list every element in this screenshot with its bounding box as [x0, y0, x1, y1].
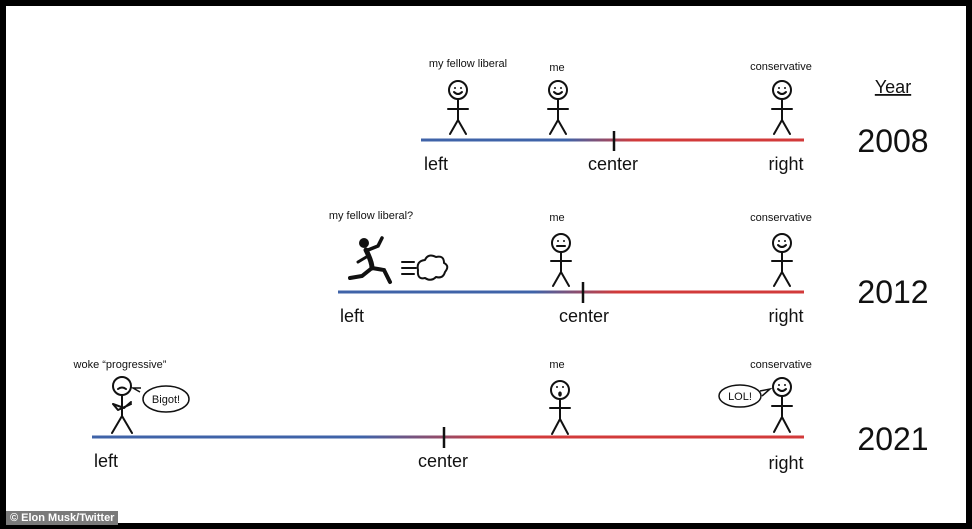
axis-left-label: left [94, 451, 118, 471]
axis-center-label: center [588, 154, 638, 174]
dust-cloud-icon [401, 254, 449, 281]
photo-credit: © Elon Musk/Twitter [6, 511, 119, 525]
shocked-stick-figure-me [549, 380, 571, 435]
me-label: me [549, 359, 564, 371]
axis-center-label: center [559, 306, 609, 326]
liberal-label: my fellow liberal [429, 58, 507, 70]
smiling-stick-figure-conservative [771, 233, 793, 287]
axis-right-label: right [768, 453, 803, 473]
speech-bubble-lol: LOL! [718, 384, 773, 408]
running-away-figure-icon [348, 236, 392, 284]
lol-text: LOL! [728, 391, 752, 403]
year-label-2021: 2021 [857, 421, 928, 457]
year-label-2008: 2008 [857, 123, 928, 159]
me-label: me [549, 62, 564, 74]
liberal-label: my fellow liberal? [329, 210, 413, 222]
smiling-stick-figure-liberal [447, 80, 469, 135]
axis-left-label: left [340, 306, 364, 326]
conservative-label: conservative [750, 212, 812, 224]
axis-right-label: right [768, 154, 803, 174]
year-label-2012: 2012 [857, 274, 928, 310]
year-header: Year [875, 77, 911, 97]
row-2008: left center right 2008 my fellow liberal… [421, 58, 929, 174]
row-2021: left center right 2021 woke “progressive… [73, 359, 929, 473]
angry-stick-figure-woke [111, 376, 133, 434]
axis-center-label: center [418, 451, 468, 471]
liberal-label: woke “progressive” [73, 359, 167, 371]
laughing-stick-figure-conservative [771, 377, 793, 433]
axis-left-label: left [424, 154, 448, 174]
speech-bubble-bigot: Bigot! [130, 385, 190, 413]
row-2012: left center right 2012 my fellow liberal… [329, 210, 929, 326]
me-label: me [549, 212, 564, 224]
smiling-stick-figure-conservative [771, 80, 793, 135]
neutral-stick-figure-me [550, 233, 572, 287]
bigot-text: Bigot! [152, 394, 180, 406]
smiling-stick-figure-me [547, 80, 569, 135]
axis-right-label: right [768, 306, 803, 326]
conservative-label: conservative [750, 61, 812, 73]
conservative-label: conservative [750, 359, 812, 371]
